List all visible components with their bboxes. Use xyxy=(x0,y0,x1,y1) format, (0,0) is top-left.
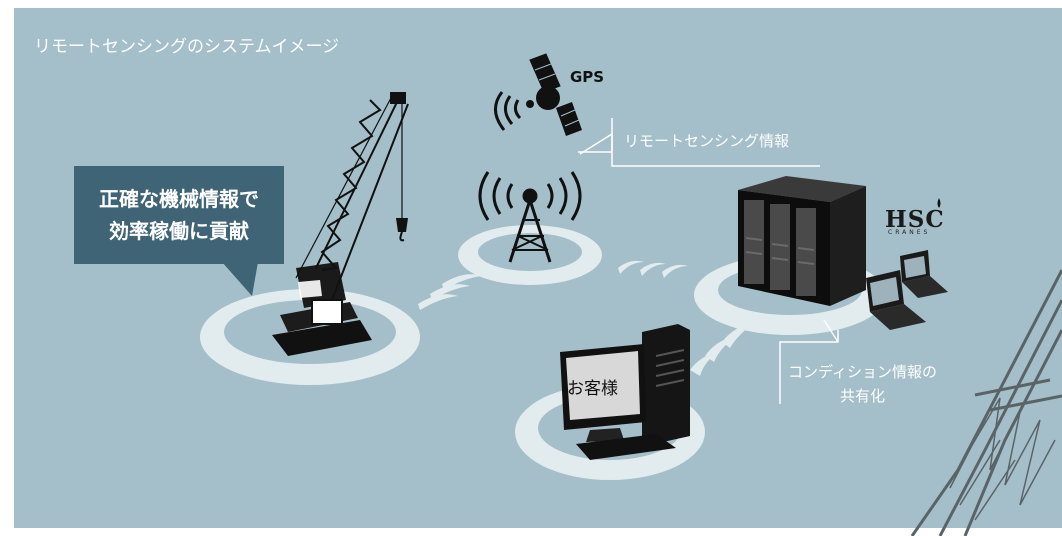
gps-satellite-icon xyxy=(494,53,582,136)
server-rack-icon xyxy=(738,176,866,306)
condition-leader-tail xyxy=(823,319,839,343)
laptop-icon-lower xyxy=(866,270,926,330)
remote-sensing-leader-line xyxy=(578,118,820,167)
callout-box: 正確な機械情報で 効率稼働に貢献 xyxy=(74,166,284,264)
customer-pc-icon xyxy=(560,324,690,460)
condition-leader-line xyxy=(779,330,839,404)
crane-boom-decoration xyxy=(910,269,1062,536)
diagram-title: リモートセンシングのシステムイメージ xyxy=(34,37,340,57)
hsc-logo: HSC xyxy=(885,206,945,233)
callout-line-1: 正確な機械情報で xyxy=(99,187,259,211)
remote-sensing-label: リモートセンシング情報 xyxy=(624,132,790,150)
condition-label-line-2: 共有化 xyxy=(839,387,885,405)
laptop-icon-upper xyxy=(900,250,948,298)
frame-bottom-edge xyxy=(0,528,1062,536)
crawler-crane xyxy=(272,92,409,356)
gps-label: GPS xyxy=(570,68,605,86)
signal-arcs-server-customer xyxy=(690,322,756,376)
condition-label-line-1: コンディション情報の xyxy=(788,363,937,381)
tower-disc xyxy=(458,225,602,285)
signal-arcs-crane-tower xyxy=(418,274,482,310)
hsc-logo-subtitle: CRANES xyxy=(888,229,931,236)
condition-label: コンディション情報の 共有化 xyxy=(788,360,937,408)
customer-label: お客様 xyxy=(567,379,618,399)
antenna-tower-icon xyxy=(478,171,582,263)
signal-arcs-tower-server xyxy=(618,260,688,278)
callout-tail xyxy=(222,262,258,296)
callout-line-2: 効率稼働に貢献 xyxy=(109,219,249,243)
hsc-logo-mark xyxy=(937,198,941,208)
remote-sensing-leader-tail xyxy=(579,132,613,155)
